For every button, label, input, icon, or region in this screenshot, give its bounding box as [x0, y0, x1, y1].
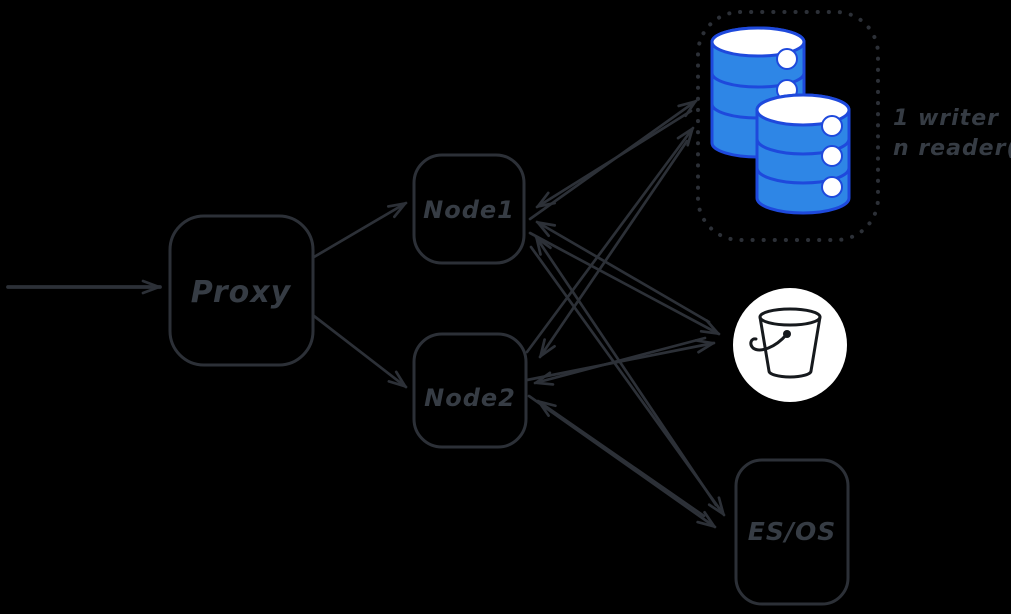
- edge-esos-node1: [534, 235, 718, 507]
- edge-db-node2: [538, 139, 689, 359]
- node2-label: Node2: [424, 384, 516, 412]
- bucket-icon: [749, 307, 822, 379]
- edge-esos-node2: [536, 399, 706, 518]
- edge-node2-db: [525, 126, 695, 354]
- db-cluster: 1 writer n reader(s): [696, 10, 1011, 242]
- node1-box: [412, 153, 526, 265]
- edge-proxy-node1: [312, 201, 408, 259]
- node2-box: [412, 332, 528, 449]
- proxy-node: Proxy: [168, 214, 315, 367]
- esos-label: ES/OS: [748, 517, 836, 546]
- db2-dot-2: [821, 145, 843, 167]
- db1-band-line-1: [710, 72, 806, 89]
- esos-node: ES/OS: [734, 458, 850, 606]
- edge-node1-bucket: [528, 231, 721, 336]
- db-annotation-line2: n reader(s): [893, 136, 1011, 161]
- node2-node: Node2: [412, 332, 528, 449]
- bucket-body: [758, 315, 822, 379]
- db2-dot-1: [821, 115, 843, 137]
- edge-db-node1: [535, 109, 693, 209]
- db2-dot-3: [821, 176, 843, 198]
- node1-node: Node1: [412, 153, 526, 265]
- edges-layer: [6, 99, 726, 529]
- esos-box: [734, 458, 850, 606]
- proxy-label: Proxy: [191, 275, 292, 310]
- bucket-handle: [749, 332, 789, 352]
- db2-band-line-2: [755, 167, 851, 185]
- edge-proxy-node2: [312, 314, 408, 389]
- bucket-storage: [733, 288, 847, 402]
- edge-bucket-node1: [535, 220, 711, 324]
- database-cylinder-2: [755, 93, 851, 215]
- db1-top: [710, 26, 806, 58]
- db2-band-line-1: [755, 138, 851, 156]
- db1-dot-1: [776, 48, 798, 70]
- node1-label: Node1: [423, 196, 515, 224]
- db-cluster-dashed-border: [696, 10, 880, 242]
- db-annotation-line1: 1 writer: [893, 106, 999, 131]
- proxy-box: [168, 214, 315, 367]
